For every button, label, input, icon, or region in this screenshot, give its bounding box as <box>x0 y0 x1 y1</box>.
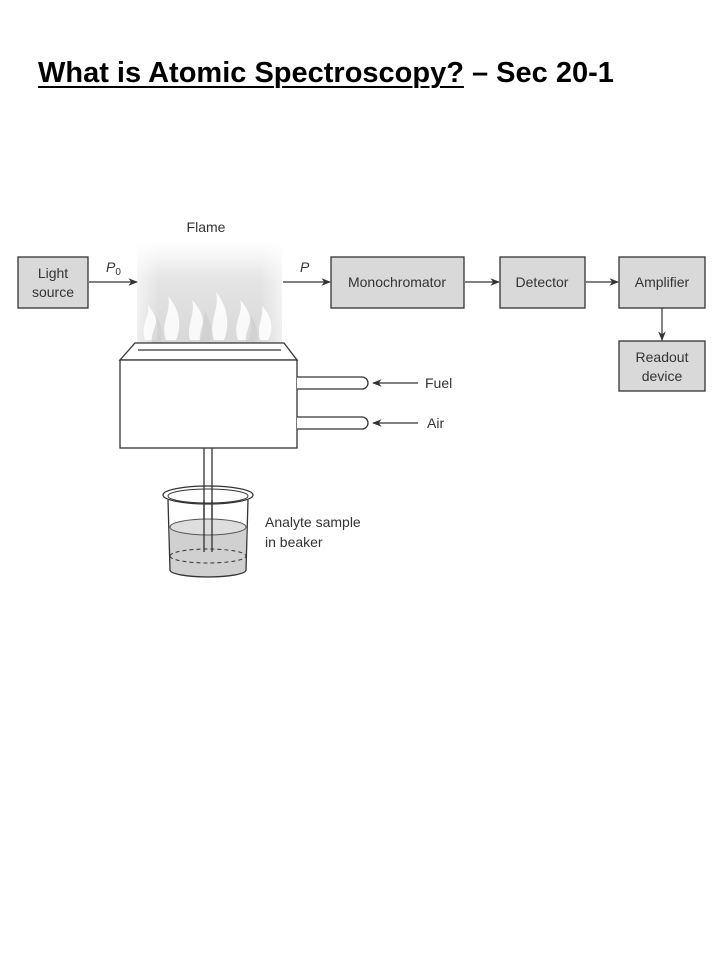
slide-title: What is Atomic Spectroscopy? – Sec 20-1 <box>38 53 698 93</box>
light-source-label-line1: Light <box>38 265 68 281</box>
amplifier-box: Amplifier <box>618 256 706 309</box>
p-label: P <box>300 259 310 275</box>
detector-box: Detector <box>499 256 586 309</box>
readout-label-line1: Readout <box>636 349 689 365</box>
beaker <box>162 485 254 578</box>
light-source-box: Light source <box>17 256 89 309</box>
fuel-tube <box>297 376 369 390</box>
fuel-label: Fuel <box>425 375 452 391</box>
title-suffix: – Sec 20-1 <box>463 57 614 89</box>
title-main: What is Atomic Spectroscopy? <box>38 57 464 89</box>
monochromator-box: Monochromator <box>330 256 465 309</box>
flame-label: Flame <box>187 219 226 235</box>
burner <box>118 342 299 449</box>
air-label: Air <box>427 415 444 431</box>
analyte-label-line2: in beaker <box>265 534 323 550</box>
flame <box>137 242 282 354</box>
air-tube <box>297 416 369 430</box>
readout-label-line2: device <box>642 368 683 384</box>
readout-device-box: Readout device <box>618 340 706 392</box>
monochromator-label: Monochromator <box>348 274 446 290</box>
p0-label: P0 <box>106 259 121 278</box>
light-source-label-line2: source <box>32 284 74 300</box>
detector-label: Detector <box>516 274 569 290</box>
analyte-label-line1: Analyte sample <box>265 514 361 530</box>
amplifier-label: Amplifier <box>635 274 690 290</box>
